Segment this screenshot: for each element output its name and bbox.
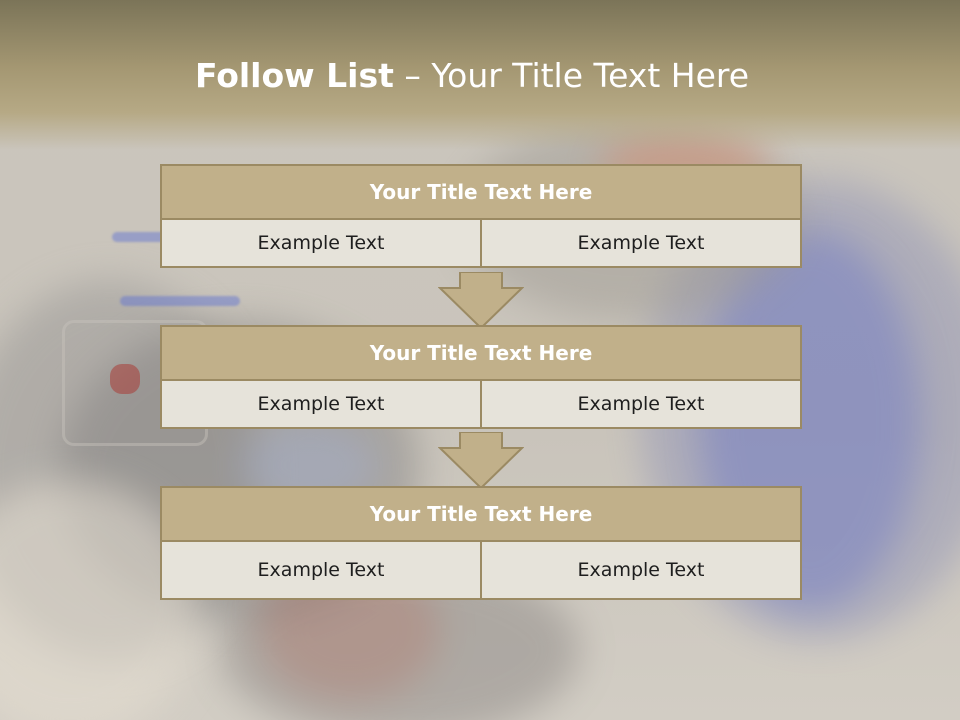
block-row: Example Text Example Text [160,381,802,429]
block-title: Your Title Text Here [160,486,802,542]
block-cell-right: Example Text [480,542,800,598]
block-cell-right: Example Text [480,381,800,427]
block-cell-left: Example Text [257,232,385,254]
block-title: Your Title Text Here [160,325,802,381]
slide-title-bold: Follow List [194,56,394,95]
slide-title: Follow List – Your Title Text Here [0,56,944,95]
slide-title-rest: – Your Title Text Here [393,56,750,95]
block-cell-left: Example Text [257,559,385,581]
down-arrow-icon [438,272,524,330]
list-block-3: Your Title Text Here Example Text Exampl… [160,486,802,600]
block-row: Example Text Example Text [160,542,802,600]
down-arrow-icon [438,432,524,490]
block-cell-left: Example Text [257,393,385,415]
list-block-1: Your Title Text Here Example Text Exampl… [160,164,802,268]
block-cell-right: Example Text [480,220,800,266]
block-row: Example Text Example Text [160,220,802,268]
list-block-2: Your Title Text Here Example Text Exampl… [160,325,802,429]
block-title: Your Title Text Here [160,164,802,220]
title-band [0,0,960,150]
